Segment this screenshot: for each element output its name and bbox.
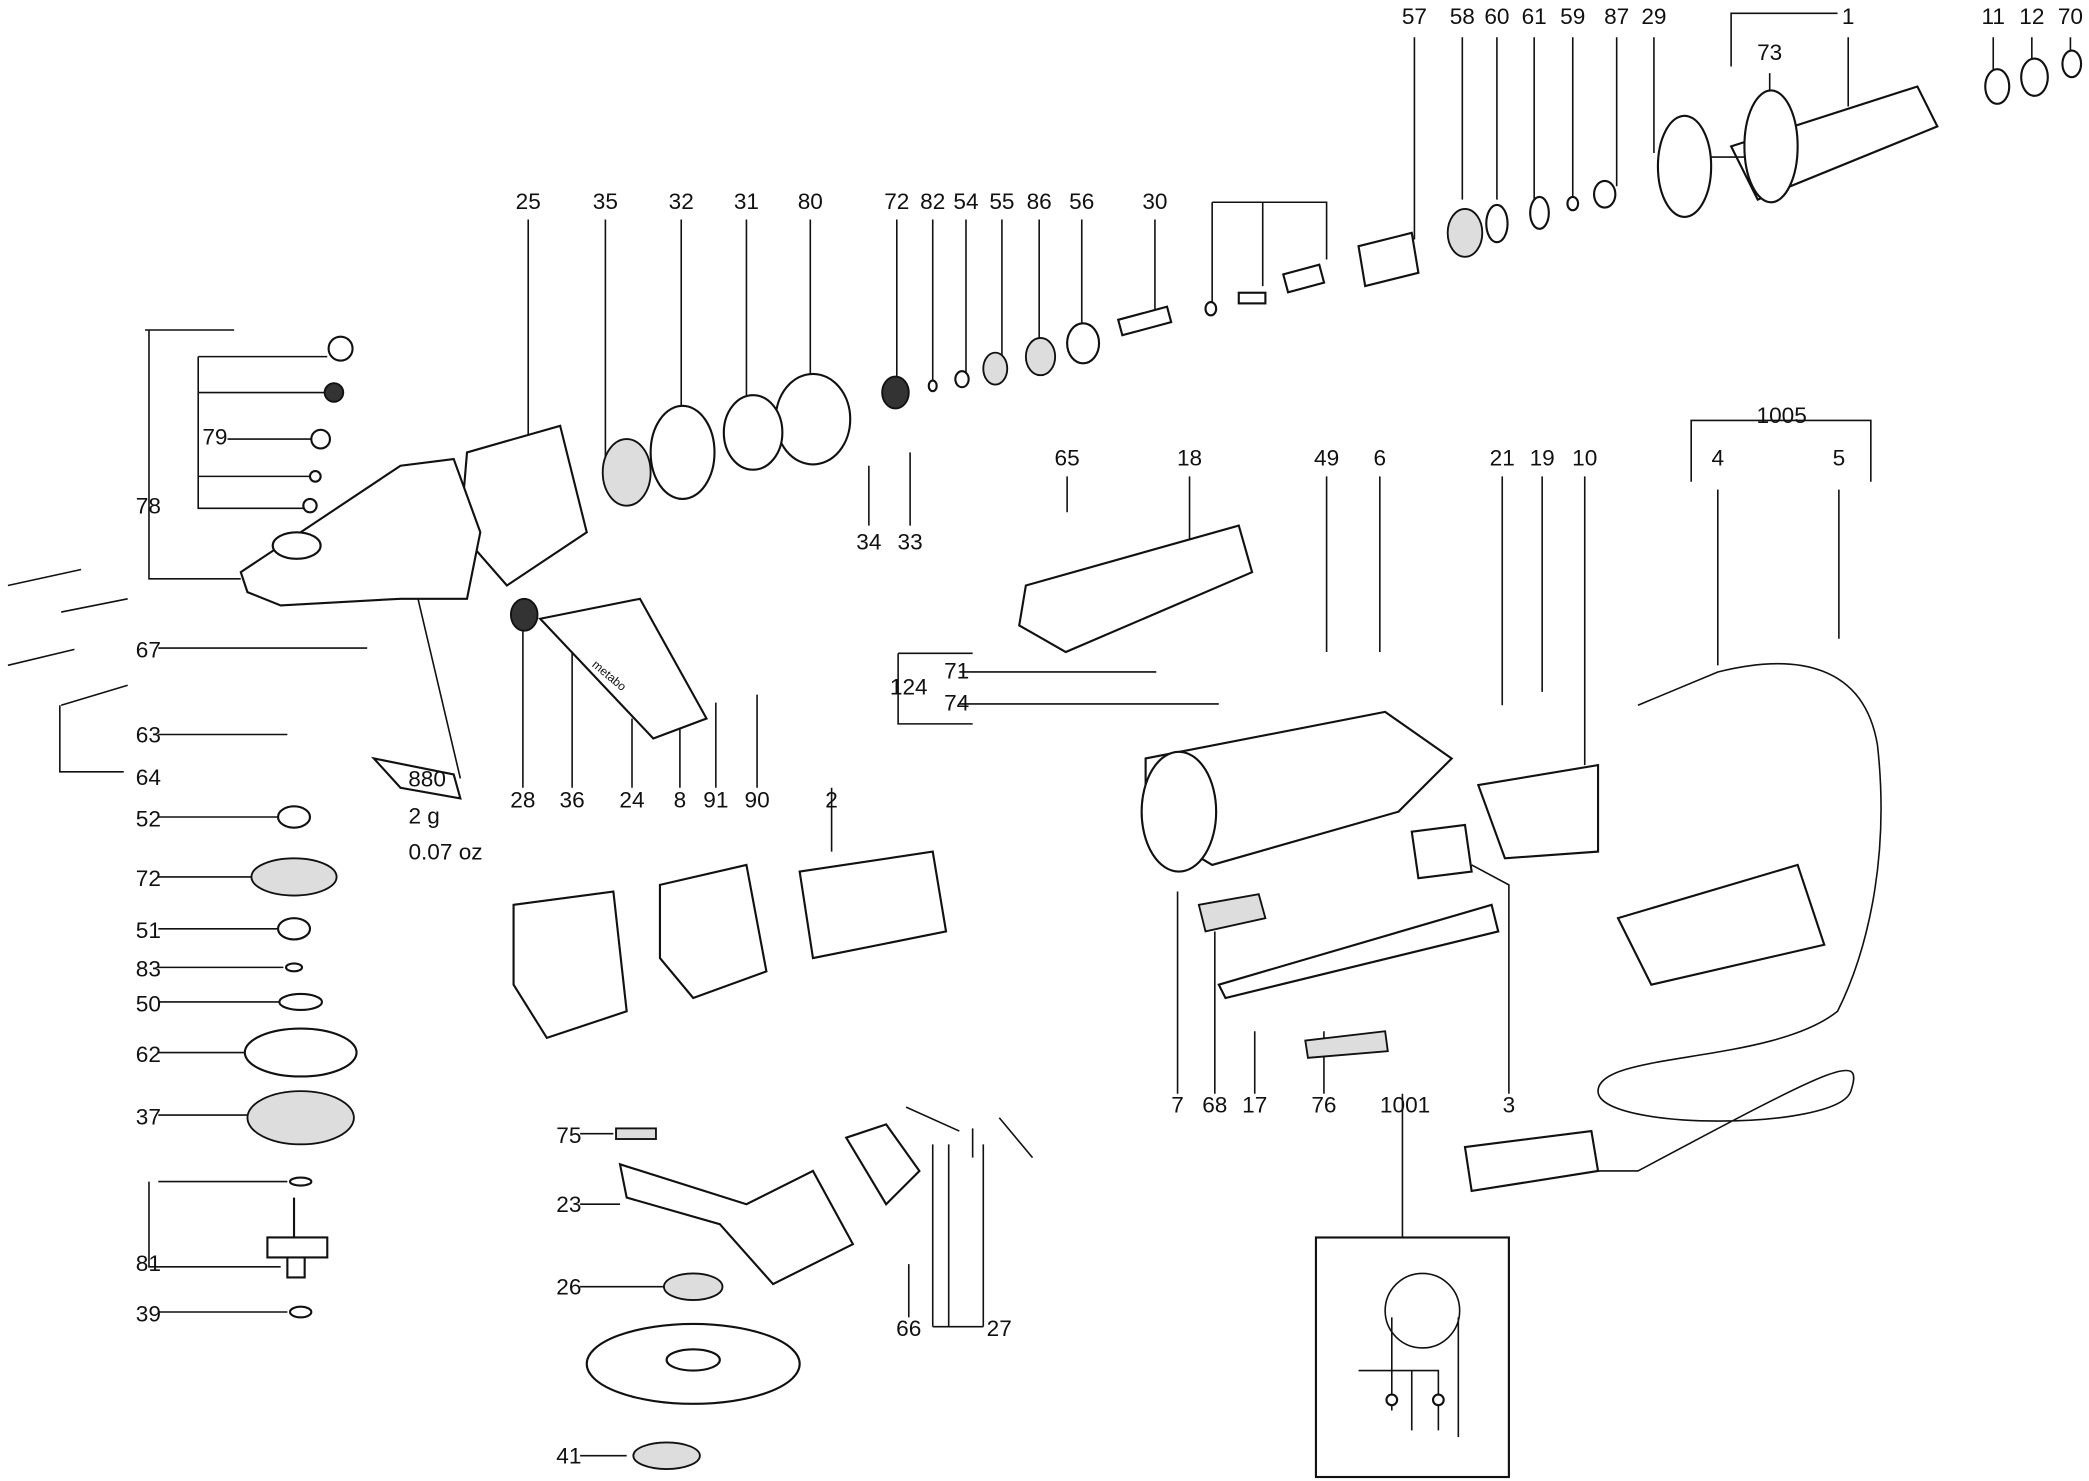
grease-tube-label: 880 <box>408 766 446 791</box>
part-label: 4 <box>1712 446 1725 471</box>
part-label: 59 <box>1560 4 1585 29</box>
part-label: 54 <box>953 189 978 214</box>
part-label: 17 <box>1242 1092 1267 1117</box>
part-label: 64 <box>136 765 161 790</box>
part-label: 56 <box>1069 189 1094 214</box>
part-label: 11 <box>1982 4 2005 29</box>
gear-shaft-parts <box>459 263 1326 587</box>
part-label: 65 <box>1055 446 1080 471</box>
part-label: 71 <box>944 659 969 684</box>
part-label: 36 <box>560 788 585 813</box>
part-label: 75 <box>556 1123 581 1148</box>
part-label: 1 <box>1842 4 1855 29</box>
part-label: 1001 <box>1380 1092 1430 1117</box>
part-labels: 57 58 60 61 59 87 29 1 11 12 70 73 25 35… <box>136 4 2083 1469</box>
part-label: 19 <box>1530 446 1555 471</box>
part-label: 124 <box>890 675 928 700</box>
part-label: 57 <box>1402 4 1427 29</box>
part-label: 24 <box>619 788 644 813</box>
part-label: 67 <box>136 637 161 662</box>
armature-assembly <box>1357 49 2083 288</box>
power-cord <box>1463 662 1882 1193</box>
part-label: 3 <box>1503 1092 1516 1117</box>
spindle-stack <box>243 805 358 1319</box>
part-label: 23 <box>556 1192 581 1217</box>
part-label: 86 <box>1027 189 1052 214</box>
guard-and-wheel <box>585 1106 1034 1470</box>
part-label: 6 <box>1374 446 1387 471</box>
part-label: 1005 <box>1757 403 1807 428</box>
part-label: 34 <box>856 530 881 555</box>
part-label: 78 <box>136 494 161 519</box>
part-label: 72 <box>136 866 161 891</box>
part-label: 32 <box>669 189 694 214</box>
part-label: 90 <box>745 788 770 813</box>
part-label: 74 <box>944 691 969 716</box>
part-label: 73 <box>1757 40 1782 65</box>
part-label: 18 <box>1177 446 1202 471</box>
part-label: 12 <box>2019 4 2044 29</box>
part-label: 68 <box>1202 1092 1227 1117</box>
wiring-diagram-inset <box>1314 1236 1510 1479</box>
part-label: 26 <box>556 1275 581 1300</box>
part-label: 81 <box>136 1251 161 1276</box>
part-label: 8 <box>674 788 687 813</box>
part-label: 2 <box>825 788 838 813</box>
part-label: 5 <box>1833 446 1846 471</box>
part-label: 66 <box>896 1316 921 1341</box>
part-label: 51 <box>136 918 161 943</box>
part-label: 29 <box>1641 4 1666 29</box>
part-label: 39 <box>136 1301 161 1326</box>
part-label: 28 <box>510 788 535 813</box>
part-label: 80 <box>798 189 823 214</box>
part-label: 60 <box>1484 4 1509 29</box>
part-label: 50 <box>136 991 161 1016</box>
part-label: 25 <box>516 189 541 214</box>
part-label: 37 <box>136 1104 161 1129</box>
part-label: 76 <box>1311 1092 1336 1117</box>
part-label: 52 <box>136 806 161 831</box>
part-label: 58 <box>1450 4 1475 29</box>
part-label: 10 <box>1572 446 1597 471</box>
part-label: 27 <box>987 1316 1012 1341</box>
motor-housing-parts <box>509 524 1826 1059</box>
part-label: 72 <box>884 189 909 214</box>
part-label: 83 <box>136 957 161 982</box>
grease-weight-grams: 2 g <box>408 804 439 829</box>
part-label: 21 <box>1490 446 1515 471</box>
part-label: 33 <box>898 530 923 555</box>
grease-weight-ounces: 0.07 oz <box>408 840 482 865</box>
leader-lines <box>59 12 2072 1457</box>
part-label: 61 <box>1522 4 1547 29</box>
part-label: 7 <box>1171 1092 1184 1117</box>
gear-head-housing <box>7 335 482 800</box>
part-label: 62 <box>136 1042 161 1067</box>
part-label: 82 <box>920 189 945 214</box>
part-label: 49 <box>1314 446 1339 471</box>
part-label: 91 <box>703 788 728 813</box>
part-label: 35 <box>593 189 618 214</box>
part-label: 41 <box>556 1444 581 1469</box>
part-label: 70 <box>2058 4 2083 29</box>
part-label: 30 <box>1142 189 1167 214</box>
part-label: 87 <box>1604 4 1629 29</box>
part-label: 63 <box>136 722 161 747</box>
part-label: 55 <box>989 189 1014 214</box>
part-label: 31 <box>734 189 759 214</box>
part-label: 79 <box>202 424 227 449</box>
